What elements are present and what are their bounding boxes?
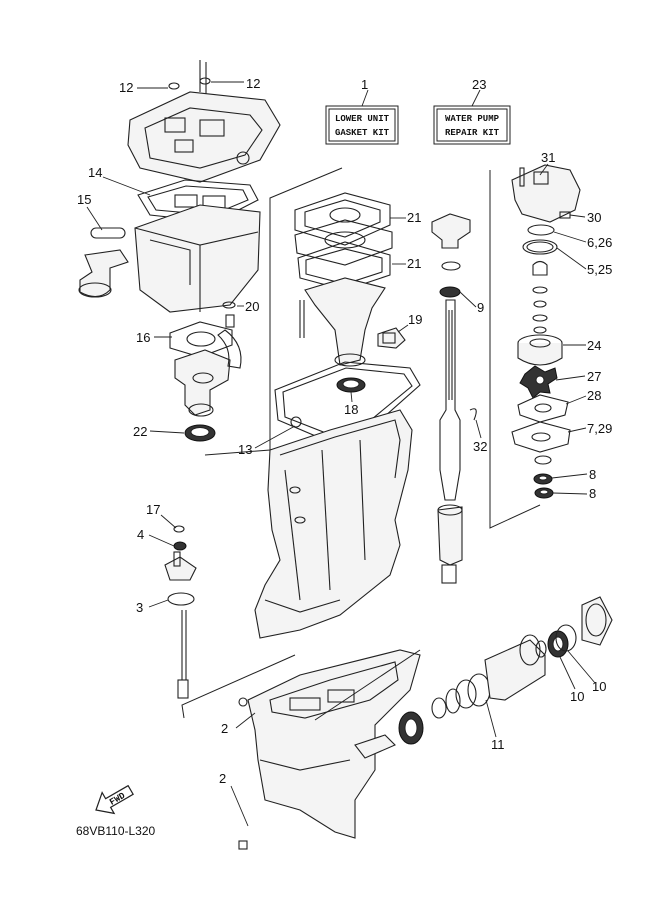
callout-31: 31: [541, 150, 555, 165]
diagram-code: 68VB110-L320: [76, 824, 156, 838]
callout-14: 14: [88, 165, 102, 180]
small-pump-parts[interactable]: [532, 260, 548, 334]
part-17[interactable]: [173, 525, 185, 533]
propeller-shaft-housing[interactable]: [484, 634, 546, 701]
drive-shaft-sleeve[interactable]: [437, 504, 463, 584]
callout-15: 15: [77, 192, 91, 207]
gasket-7-29[interactable]: [511, 421, 571, 453]
lower-casing[interactable]: [247, 649, 421, 839]
callout-32: 32: [473, 439, 487, 454]
callout-9: 9: [477, 300, 484, 315]
oil-seals-10[interactable]: [547, 624, 577, 658]
upper-casing[interactable]: [254, 409, 413, 639]
callout-30: 30: [587, 210, 601, 225]
pump-housing-31[interactable]: [511, 164, 581, 223]
callout-13: 13: [238, 442, 252, 457]
callout-8a: 8: [589, 467, 596, 482]
callout-2b: 2: [219, 771, 226, 786]
cap-part[interactable]: [581, 596, 613, 646]
impeller-27[interactable]: [519, 365, 558, 399]
callout-6-26: 6,26: [587, 235, 612, 250]
callout-18: 18: [344, 402, 358, 417]
kit-line1: WATER PUMP: [445, 114, 500, 124]
outer-plate-28[interactable]: [517, 394, 569, 423]
exhaust-manifold[interactable]: [174, 314, 242, 417]
callout-23: 23: [472, 77, 486, 92]
callout-22: 22: [133, 424, 147, 439]
callout-27: 27: [587, 369, 601, 384]
callout-24: 24: [587, 338, 601, 353]
gasket-13[interactable]: [274, 361, 421, 441]
drain-screw-2[interactable]: [238, 697, 248, 850]
pin-32[interactable]: [469, 408, 477, 421]
callout-16: 16: [136, 330, 150, 345]
gasket-21-upper[interactable]: [294, 192, 391, 246]
seal-22[interactable]: [184, 424, 216, 442]
shift-rod[interactable]: [177, 610, 189, 699]
callout-2a: 2: [221, 721, 228, 736]
callout-10a: 10: [570, 689, 584, 704]
part-4[interactable]: [164, 541, 197, 581]
callout-21b: 21: [407, 256, 421, 271]
callout-8b: 8: [589, 486, 596, 501]
fwd-arrow-icon: FWD: [95, 784, 134, 815]
gasket-21-middle[interactable]: [294, 219, 393, 266]
gasket-16[interactable]: [169, 321, 233, 358]
callout-19: 19: [408, 312, 422, 327]
seal-18[interactable]: [336, 377, 366, 393]
callout-3: 3: [136, 600, 143, 615]
exhaust-guide-plate[interactable]: [127, 60, 281, 183]
callout-7-29: 7,29: [587, 421, 612, 436]
oil-pan-casing[interactable]: [134, 204, 261, 313]
kit-box-water-pump-repair[interactable]: WATER PUMP REPAIR KIT: [433, 105, 511, 145]
callout-21a: 21: [407, 210, 421, 225]
callout-4: 4: [137, 527, 144, 542]
callout-11: 11: [491, 737, 505, 752]
callout-12b: 12: [246, 76, 260, 91]
o-ring-3[interactable]: [167, 592, 195, 606]
kit-line1: LOWER UNIT: [335, 114, 390, 124]
kit-box-lower-unit-gasket[interactable]: LOWER UNIT GASKET KIT: [325, 105, 399, 145]
callout-5-25: 5,25: [587, 262, 612, 277]
forward-gear[interactable]: [398, 711, 424, 745]
oil-seals-8[interactable]: [533, 455, 554, 499]
gasket-21-lower[interactable]: [297, 241, 391, 291]
callout-1: 1: [361, 77, 368, 92]
drive-shaft-bearing-housing[interactable]: [431, 213, 471, 298]
kit-line2: GASKET KIT: [335, 128, 390, 138]
callout-20: 20: [245, 299, 259, 314]
exhaust-guide[interactable]: [299, 277, 386, 367]
oil-strainer-15[interactable]: [78, 227, 129, 298]
kit-line2: REPAIR KIT: [445, 128, 500, 138]
drive-shaft[interactable]: [439, 299, 461, 501]
damper-19[interactable]: [377, 327, 406, 349]
callout-17: 17: [146, 502, 160, 517]
callout-10b: 10: [592, 679, 606, 694]
impeller-housing-24[interactable]: [517, 334, 563, 366]
callout-12a: 12: [119, 80, 133, 95]
callout-28: 28: [587, 388, 601, 403]
